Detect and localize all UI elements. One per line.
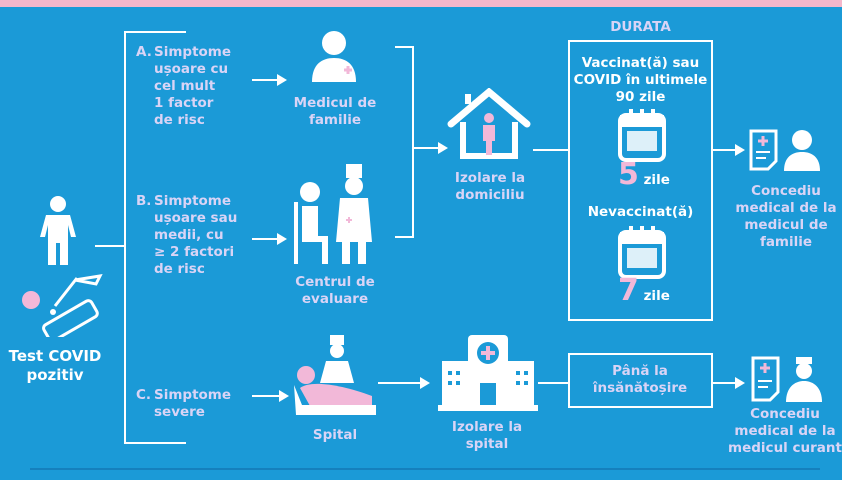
person-icon xyxy=(40,196,76,265)
bracket-top xyxy=(124,31,186,33)
family-doctor-label: Medicul de familie xyxy=(293,95,377,128)
vaccinated-duration: 5 zile xyxy=(618,157,670,192)
arrow xyxy=(252,233,287,245)
arrow xyxy=(414,142,448,154)
family-leave-label: Concediu medical de la medicul de famili… xyxy=(735,183,837,250)
divider xyxy=(30,468,820,470)
covid-test-kit-icon xyxy=(22,274,103,337)
attending-leave-label: Concediu medical de la medicul curant xyxy=(728,406,842,456)
arrow xyxy=(713,144,745,156)
connector xyxy=(533,149,569,151)
bracket-top xyxy=(395,46,414,48)
bracket-bottom xyxy=(395,236,414,238)
arrow xyxy=(713,377,745,389)
option-a-letter: A. xyxy=(136,44,152,60)
calendar-icon xyxy=(618,109,666,162)
duration-title: DURATA xyxy=(610,19,671,35)
arrow xyxy=(378,377,430,389)
arrow xyxy=(252,390,289,402)
connector xyxy=(538,382,569,384)
family-doctor-icon xyxy=(312,31,356,82)
recovery-box xyxy=(568,353,713,408)
start-label: Test COVID pozitiv xyxy=(8,347,102,384)
vaccinated-label: Vaccinat(ă) sau COVID în ultimele 90 zil… xyxy=(573,55,708,105)
bracket-line xyxy=(124,31,126,444)
hospital-isolation-label: Izolare la spital xyxy=(451,419,523,452)
option-c-letter: C. xyxy=(136,387,152,403)
home-icon xyxy=(447,88,531,159)
hospital-building-icon xyxy=(438,335,538,411)
calendar-icon xyxy=(618,226,666,279)
medical-leave-icon xyxy=(749,129,820,171)
recovery-duration: Până la însănătoșire xyxy=(592,363,688,396)
arrow xyxy=(252,74,287,86)
evaluation-center-icon xyxy=(294,164,372,264)
hospital-label: Spital xyxy=(312,427,358,443)
bracket-bottom xyxy=(124,442,186,444)
top-banner xyxy=(0,0,842,7)
duration-box xyxy=(568,40,713,321)
option-b-letter: B. xyxy=(136,193,152,209)
hospital-bed-icon xyxy=(294,335,376,415)
bracket-line xyxy=(412,46,414,238)
medical-leave-icon xyxy=(751,356,822,402)
connector xyxy=(95,245,125,247)
evaluation-center-label: Centrul de evaluare xyxy=(295,274,375,307)
unvaccinated-duration: 7 zile xyxy=(618,273,670,308)
unvaccinated-label: Nevaccinat(ă) xyxy=(587,204,694,220)
home-isolation-label: Izolare la domiciliu xyxy=(454,170,526,203)
